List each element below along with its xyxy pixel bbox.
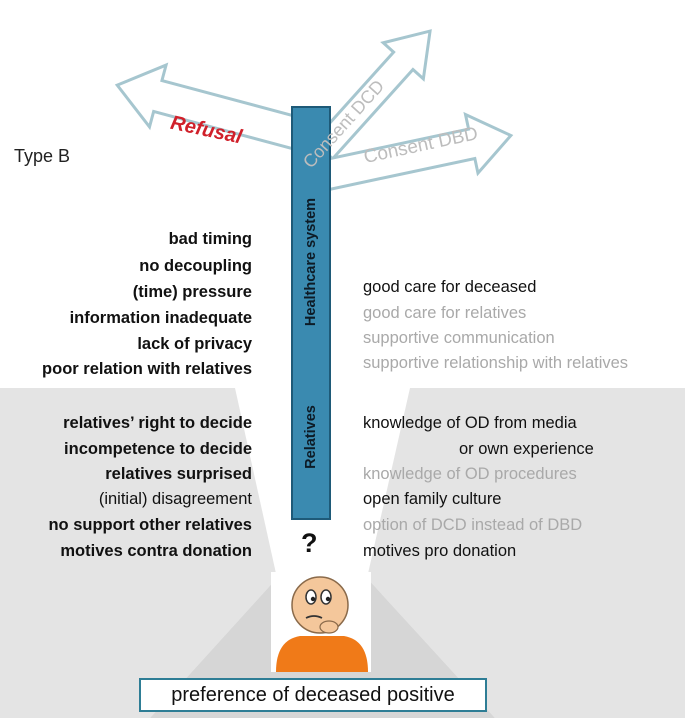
right-eye xyxy=(320,589,332,605)
right-pupil xyxy=(325,596,331,602)
right-factor: supportive communication xyxy=(363,329,555,347)
right-factor: knowledge of OD procedures xyxy=(363,465,577,483)
right-cone xyxy=(367,388,685,718)
type-label: Type B xyxy=(14,146,71,166)
left-cone xyxy=(0,388,277,718)
right-factor: good care for relatives xyxy=(363,304,527,322)
right-factor: motives pro donation xyxy=(363,542,517,560)
face-head xyxy=(291,576,349,634)
left-factor: (time) pressure xyxy=(132,283,252,301)
right-factor: supportive relationship with relatives xyxy=(363,354,629,372)
thinking-hand xyxy=(319,620,339,634)
left-factor: poor relation with relatives xyxy=(42,360,252,378)
right-factor: good care for deceased xyxy=(363,278,537,296)
left-factor: incompetence to decide xyxy=(64,440,252,458)
question-mark: ? xyxy=(301,528,318,558)
left-factor: bad timing xyxy=(168,230,252,248)
left-factor: relatives surprised xyxy=(105,465,252,483)
right-factor: option of DCD instead of DBD xyxy=(363,516,583,534)
relatives-label: Relatives xyxy=(303,405,319,469)
left-factor: no decoupling xyxy=(139,257,252,275)
mouth xyxy=(305,615,323,619)
right-factor: open family culture xyxy=(363,490,502,508)
left-factor: no support other relatives xyxy=(48,516,252,534)
right-factor: or own experience xyxy=(459,440,594,458)
left-factor: (initial) disagreement xyxy=(98,490,252,508)
left-factor: lack of privacy xyxy=(137,335,252,353)
decision-bar xyxy=(291,106,331,520)
consent-dbd-arrow xyxy=(320,111,514,192)
healthcare-system-label: Healthcare system xyxy=(303,197,319,327)
right-factor: knowledge of OD from media xyxy=(363,414,577,432)
left-factor: relatives’ right to decide xyxy=(63,414,252,432)
left-factor: information inadequate xyxy=(69,309,252,327)
left-eye xyxy=(305,589,317,605)
left-pupil xyxy=(310,596,316,602)
preference-box: preference of deceased positive xyxy=(139,678,487,712)
consent-dcd-arrow xyxy=(311,29,432,161)
left-factor: motives contra donation xyxy=(60,542,252,560)
shirt xyxy=(276,636,368,672)
